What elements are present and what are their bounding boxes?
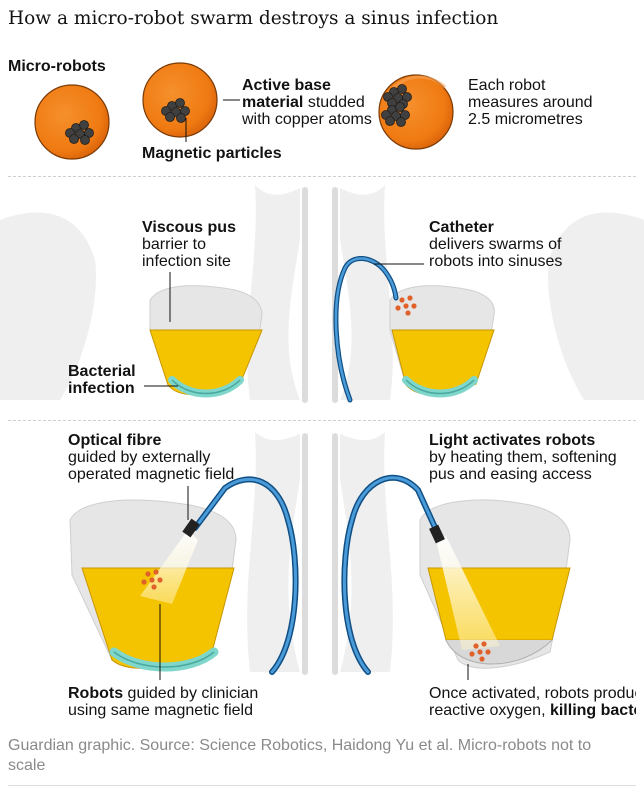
- catheter-label: Catheter delivers swarms of robots into …: [429, 219, 563, 270]
- page-title: How a micro-robot swarm destroys a sinus…: [8, 8, 499, 29]
- magnetic-particles-label: Magnetic particles: [142, 145, 282, 162]
- right-sinus-1: [389, 285, 495, 398]
- robot-size-label: Each robot measures around 2.5 micrometr…: [468, 77, 593, 128]
- bacterial-infection-label: Bacterial infection: [68, 363, 136, 397]
- robot-sphere-2: [142, 62, 218, 138]
- once-activated-label: Once activated, robots produce reactive …: [429, 685, 636, 719]
- divider: [8, 420, 636, 421]
- robot-sphere-3: [378, 74, 454, 150]
- divider: [8, 176, 636, 177]
- sinus-background-1: [0, 185, 644, 400]
- robots-guided-label: Robots guided by clinician using same ma…: [68, 685, 259, 719]
- light-activates-label: Light activates robots by heating them, …: [429, 432, 617, 483]
- left-sinus-2: [69, 499, 237, 672]
- bottom-divider: [8, 785, 636, 786]
- robot-sphere-1: [34, 84, 110, 160]
- viscous-pus-label: Viscous pus barrier to infection site: [142, 219, 236, 270]
- active-base-label: Active base material studded with copper…: [242, 77, 372, 128]
- left-sinus-1: [149, 285, 263, 398]
- micro-robots-heading: Micro-robots: [8, 58, 106, 75]
- optical-fibre-label: Optical fibre guided by externally opera…: [68, 432, 235, 483]
- sinus-background-2: [247, 432, 393, 672]
- source-credit: Guardian graphic. Source: Science Roboti…: [8, 737, 592, 774]
- right-sinus-2: [419, 499, 571, 669]
